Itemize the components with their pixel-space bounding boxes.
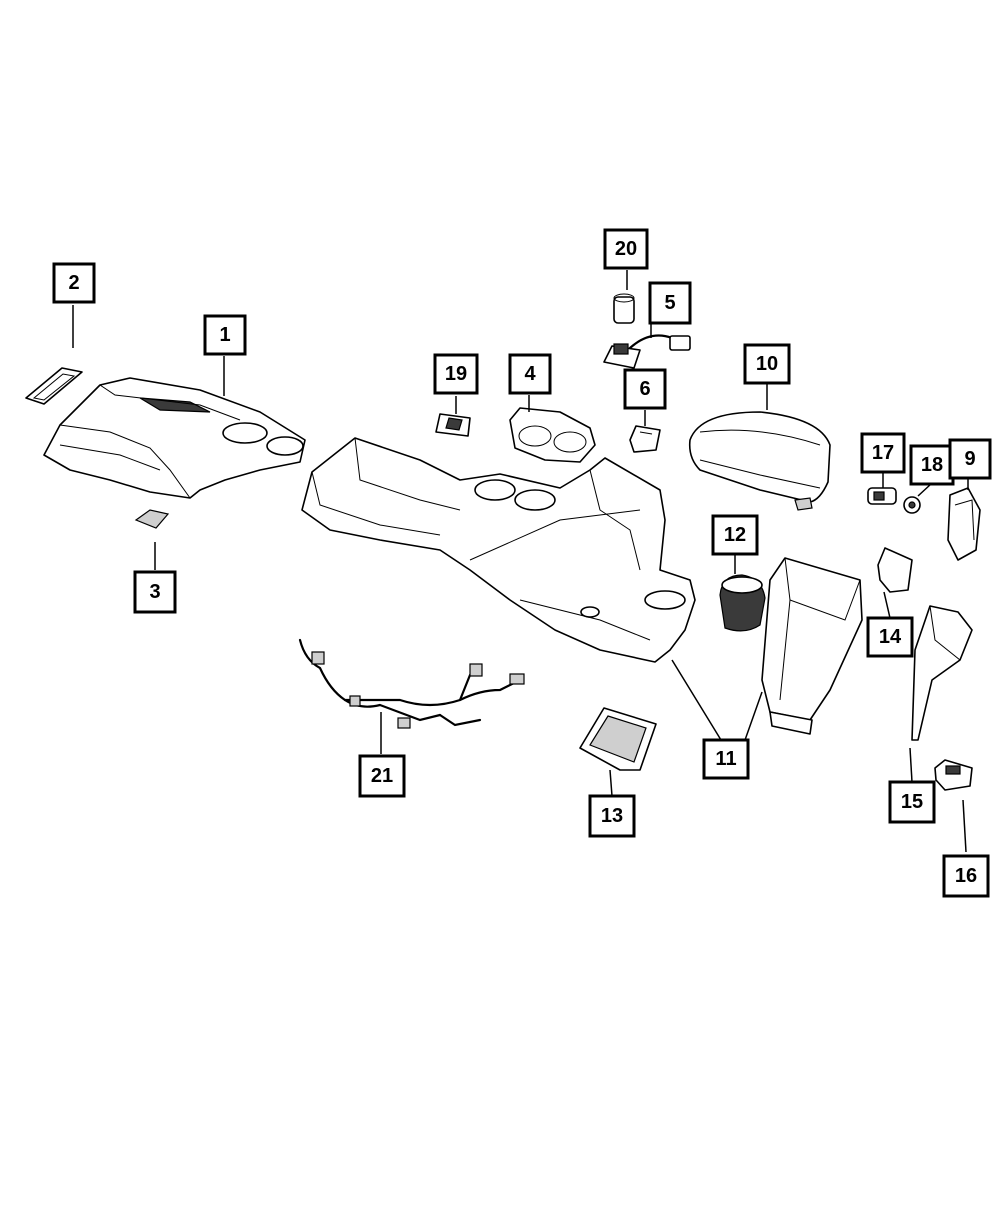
svg-text:15: 15 — [901, 791, 923, 813]
part-6-bracket — [629, 425, 661, 453]
part-1-console-bezel — [43, 377, 306, 499]
callout-15: 15 — [888, 780, 936, 824]
callout-11: 11 — [702, 738, 750, 780]
part-10-armrest — [688, 411, 831, 511]
svg-text:2: 2 — [68, 272, 79, 294]
svg-text:10: 10 — [756, 353, 778, 375]
part-21-wiring-harness — [298, 638, 525, 729]
svg-text:5: 5 — [664, 292, 675, 314]
callout-18: 18 — [909, 444, 955, 486]
part-20-outlet — [613, 293, 635, 324]
part-15-side-panel — [911, 605, 973, 741]
callout-21: 21 — [358, 754, 406, 798]
svg-text:12: 12 — [724, 524, 746, 546]
callout-13: 13 — [588, 794, 636, 838]
part-5-connector — [603, 334, 691, 369]
part-3-cover — [134, 509, 170, 529]
part-2-trim-bezel — [25, 367, 83, 405]
svg-text:9: 9 — [964, 448, 975, 470]
callout-5: 5 — [648, 281, 692, 325]
svg-text:17: 17 — [872, 442, 894, 464]
svg-text:14: 14 — [879, 626, 902, 648]
svg-text:1: 1 — [219, 324, 230, 346]
svg-text:18: 18 — [921, 454, 943, 476]
part-13-tray — [579, 707, 657, 771]
callout-12: 12 — [711, 514, 759, 556]
part-17-outlet — [867, 487, 897, 505]
svg-text:4: 4 — [524, 363, 536, 385]
part-19-switch — [435, 413, 471, 437]
part-16-switch — [934, 759, 973, 791]
callout-17: 17 — [860, 432, 906, 474]
callout-16: 16 — [942, 854, 990, 898]
part-9-side-bracket — [947, 487, 981, 561]
svg-text:13: 13 — [601, 805, 623, 827]
callout-19: 19 — [433, 353, 479, 395]
callout-14: 14 — [866, 616, 914, 658]
svg-text:11: 11 — [715, 748, 736, 770]
callout-10: 10 — [743, 343, 791, 385]
callout-1: 1 — [203, 314, 247, 356]
callout-4: 4 — [508, 353, 552, 395]
part-11-storage-bin — [761, 557, 863, 735]
callout-2: 2 — [52, 262, 96, 304]
svg-text:21: 21 — [371, 765, 393, 787]
callout-20: 20 — [603, 228, 649, 270]
part-18-knob — [903, 496, 921, 514]
svg-text:19: 19 — [445, 363, 467, 385]
svg-text:20: 20 — [615, 238, 637, 260]
callout-3: 3 — [133, 570, 177, 614]
callout-6: 6 — [623, 368, 667, 410]
part-4-cupholder-insert — [509, 407, 596, 463]
leader-lines — [72, 270, 969, 853]
svg-text:16: 16 — [955, 865, 977, 887]
part-14-bracket — [877, 547, 913, 593]
svg-text:6: 6 — [639, 378, 650, 400]
part-12-cupholder — [719, 574, 766, 632]
svg-text:3: 3 — [149, 581, 160, 603]
callout-9: 9 — [948, 438, 992, 480]
part-11-console-body — [301, 437, 696, 663]
